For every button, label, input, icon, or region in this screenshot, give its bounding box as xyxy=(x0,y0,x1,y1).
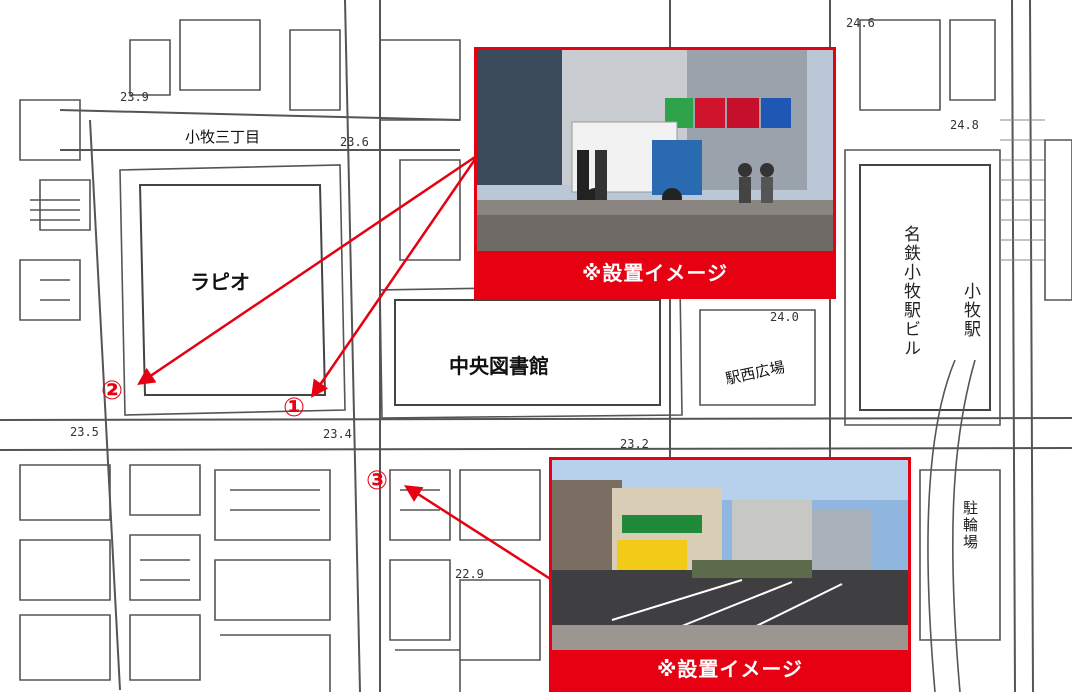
station-label: 小牧駅 xyxy=(960,282,980,339)
installation-image-top: ※設置イメージ xyxy=(474,47,836,299)
rapio-label: ラピオ xyxy=(190,270,250,294)
photo-caption: ※設置イメージ xyxy=(477,251,833,296)
elevation-label: 23.2 xyxy=(620,437,649,451)
parking-label: 駐輪場 xyxy=(961,500,979,551)
site-marker-1: ① xyxy=(283,393,306,423)
food-truck-photo xyxy=(477,50,833,257)
station-building-label: 名鉄小牧駅ビル xyxy=(900,225,920,358)
elevation-label: 23.4 xyxy=(323,427,352,441)
food-truck-photo xyxy=(552,460,908,656)
site-marker-2: ② xyxy=(101,376,124,406)
arrow-to-site-2 xyxy=(137,153,479,385)
street-label: 小牧三丁目 xyxy=(185,128,261,146)
elevation-label: 24.6 xyxy=(846,16,875,30)
elevation-label: 23.9 xyxy=(120,90,149,104)
site-marker-3: ③ xyxy=(366,466,389,496)
elevation-label: 23.6 xyxy=(340,135,369,149)
library-label: 中央図書館 xyxy=(449,354,549,378)
elevation-label: 22.9 xyxy=(455,567,484,581)
arrow-to-site-1 xyxy=(311,154,480,398)
elevation-label: 24.8 xyxy=(950,118,979,132)
arrow-to-site-3 xyxy=(404,485,553,582)
elevation-label: 24.0 xyxy=(770,310,799,324)
photo-caption: ※設置イメージ xyxy=(552,650,908,689)
installation-image-bottom: ※設置イメージ xyxy=(549,457,911,692)
elevation-label: 23.5 xyxy=(70,425,99,439)
